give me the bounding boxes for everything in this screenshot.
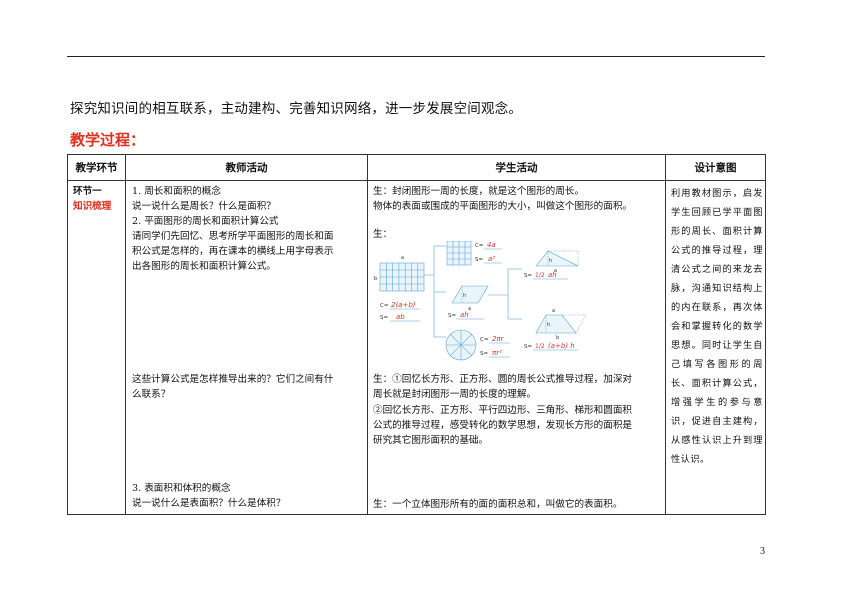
circle-c-prefix: C= — [480, 337, 489, 343]
teacher-line: 3. 表面积和体积的概念 — [132, 483, 231, 494]
para-a-label: a — [468, 306, 471, 312]
teacher-line: 这些计算公式是怎样推导出来的？它们之间有什 — [132, 374, 334, 385]
intro-text: 探究知识间的相互联系，主动建构、完善知识网络，进一步发展空间观念。 — [70, 101, 523, 117]
table-header-row: 教学环节 教师活动 学生活动 设计意图 — [67, 154, 766, 181]
para-s-formula: ah — [460, 311, 469, 319]
tri-a-label: a — [554, 268, 557, 274]
shape-formula-diagram: a b C= 2(a+b) S= ab — [374, 241, 587, 361]
student-line: 周长就是封闭图形一周的长度的理解。 — [373, 389, 537, 400]
student-line: 生：①回忆长方形、正方形、圆的周长公式推导过程，加深对 — [373, 374, 633, 385]
header-teacher: 教师活动 — [125, 154, 368, 181]
tri-s-prefix: S= — [524, 273, 532, 279]
square-figure — [446, 241, 472, 266]
design-intent-text: 利用教材图示，启发学生回顾已学平面图形的周长、面积计算公式的推导过程，理清公式之… — [671, 188, 763, 465]
trapezoid-figure — [535, 314, 577, 334]
rect-b-label: b — [374, 276, 377, 282]
teacher-line: 说一说什么是表面积？什么是体积？ — [132, 498, 286, 509]
student-line: 研究其它图形面积的基础。 — [373, 435, 489, 446]
header-rule — [67, 56, 765, 57]
lesson-table: 教学环节 教师活动 学生活动 设计意图 环节一 知识梳理 1. 周长和面积的概念… — [67, 154, 766, 515]
trap-h-label: h — [547, 322, 550, 328]
rectangle-figure — [379, 262, 425, 292]
square-s-formula: a² — [488, 255, 495, 263]
circle-s-prefix: S= — [480, 351, 488, 357]
student-line: 生：一个立体图形所有的面的面积总和，叫做它的表面积。 — [373, 499, 623, 510]
student-cell: 生：封闭图形一周的长度，就是这个图形的周长。 物体的表面或围成的平面图形的大小，… — [367, 180, 666, 515]
square-s-prefix: S= — [475, 257, 483, 263]
stage-number: 环节一 — [73, 186, 102, 197]
para-h-label: h — [463, 293, 466, 299]
circle-figure — [445, 329, 477, 361]
teacher-line: 2. 平面图形的周长和面积计算公式 — [132, 216, 279, 227]
trap-s-prefix: S= — [524, 344, 532, 350]
rect-c-formula: 2(a+b) — [391, 301, 416, 309]
page-number: 3 — [760, 546, 765, 557]
table-row: 环节一 知识梳理 1. 周长和面积的概念 说一说什么是周长？什么是面积？ 2. … — [67, 180, 766, 515]
header-stage: 教学环节 — [67, 154, 126, 181]
teacher-line: 么联系？ — [132, 389, 171, 400]
rect-c-prefix: C= — [380, 303, 389, 309]
student-line: 公式的推导过程，感受转化的数学思想，发现长方形的面积是 — [373, 420, 633, 431]
tri-s-formula: ah — [548, 271, 557, 279]
teacher-line: 积公式是怎样的，再在课本的横线上用字母表示 — [132, 246, 334, 257]
para-s-prefix: S= — [448, 313, 456, 319]
trap-s-formula: (a+b) h — [548, 342, 575, 350]
design-cell: 利用教材图示，启发学生回顾已学平面图形的周长、面积计算公式的推导过程，理清公式之… — [665, 180, 766, 515]
teacher-line: 1. 周长和面积的概念 — [132, 186, 221, 197]
student-line: ②回忆长方形、正方形、平行四边形、三角形、梯形和圆面积 — [373, 405, 633, 416]
stage-name: 知识梳理 — [73, 201, 112, 212]
circle-s-formula: πr² — [492, 349, 502, 357]
square-c-formula: 4a — [487, 241, 496, 249]
header-student: 学生活动 — [367, 154, 666, 181]
circle-c-formula: 2πr — [492, 335, 505, 343]
trap-s-fraction: 1/2 — [535, 343, 545, 350]
section-title: 教学过程： — [70, 131, 146, 149]
trap-b-label: b — [556, 335, 559, 341]
student-line: 生： — [373, 229, 393, 240]
teacher-line: 请同学们先回忆、思考所学平面图形的周长和面 — [132, 231, 334, 242]
rect-s-prefix: S= — [380, 315, 388, 321]
teacher-cell: 1. 周长和面积的概念 说一说什么是周长？什么是面积？ 2. 平面图形的周长和面… — [125, 180, 368, 515]
teacher-line: 说一说什么是周长？什么是面积？ — [132, 201, 276, 212]
tri-h-label: h — [549, 258, 552, 264]
trap-a-label: a — [552, 308, 555, 314]
student-line: 生：封闭图形一周的长度，就是这个图形的周长。 — [373, 186, 585, 197]
rect-s-formula: ab — [396, 313, 405, 321]
student-line: 物体的表面或围成的平面图形的大小，叫做这个图形的面积。 — [373, 201, 633, 212]
square-c-prefix: C= — [475, 243, 484, 249]
stage-cell: 环节一 知识梳理 — [67, 180, 126, 515]
rect-a-label: a — [401, 255, 404, 261]
header-design: 设计意图 — [665, 154, 766, 181]
parallelogram-figure — [451, 285, 489, 304]
tri-s-fraction: 1/2 — [535, 272, 545, 279]
teacher-line: 出各图形的周长和面积计算公式。 — [132, 261, 276, 272]
